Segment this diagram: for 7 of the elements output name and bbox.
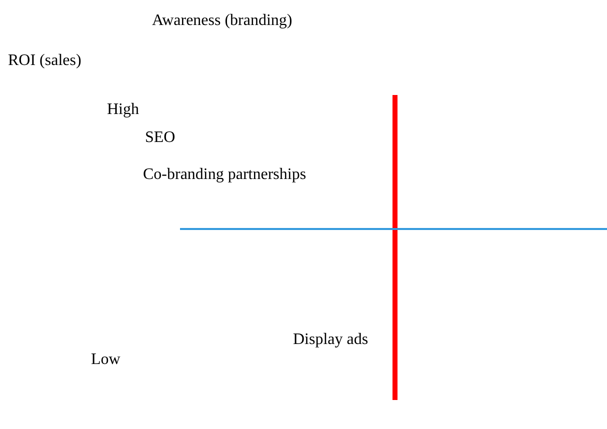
quadrant-item-label: Co-branding partnerships	[143, 166, 306, 184]
axis-title: Awareness (branding)	[152, 12, 292, 30]
axis-tick-label: High	[107, 101, 139, 119]
quadrant-item-label: SEO	[145, 129, 176, 147]
axis-title: ROI (sales)	[8, 52, 82, 70]
axis-tick-label: Low	[91, 351, 120, 369]
quadrant-item-label: Display ads	[293, 331, 368, 349]
